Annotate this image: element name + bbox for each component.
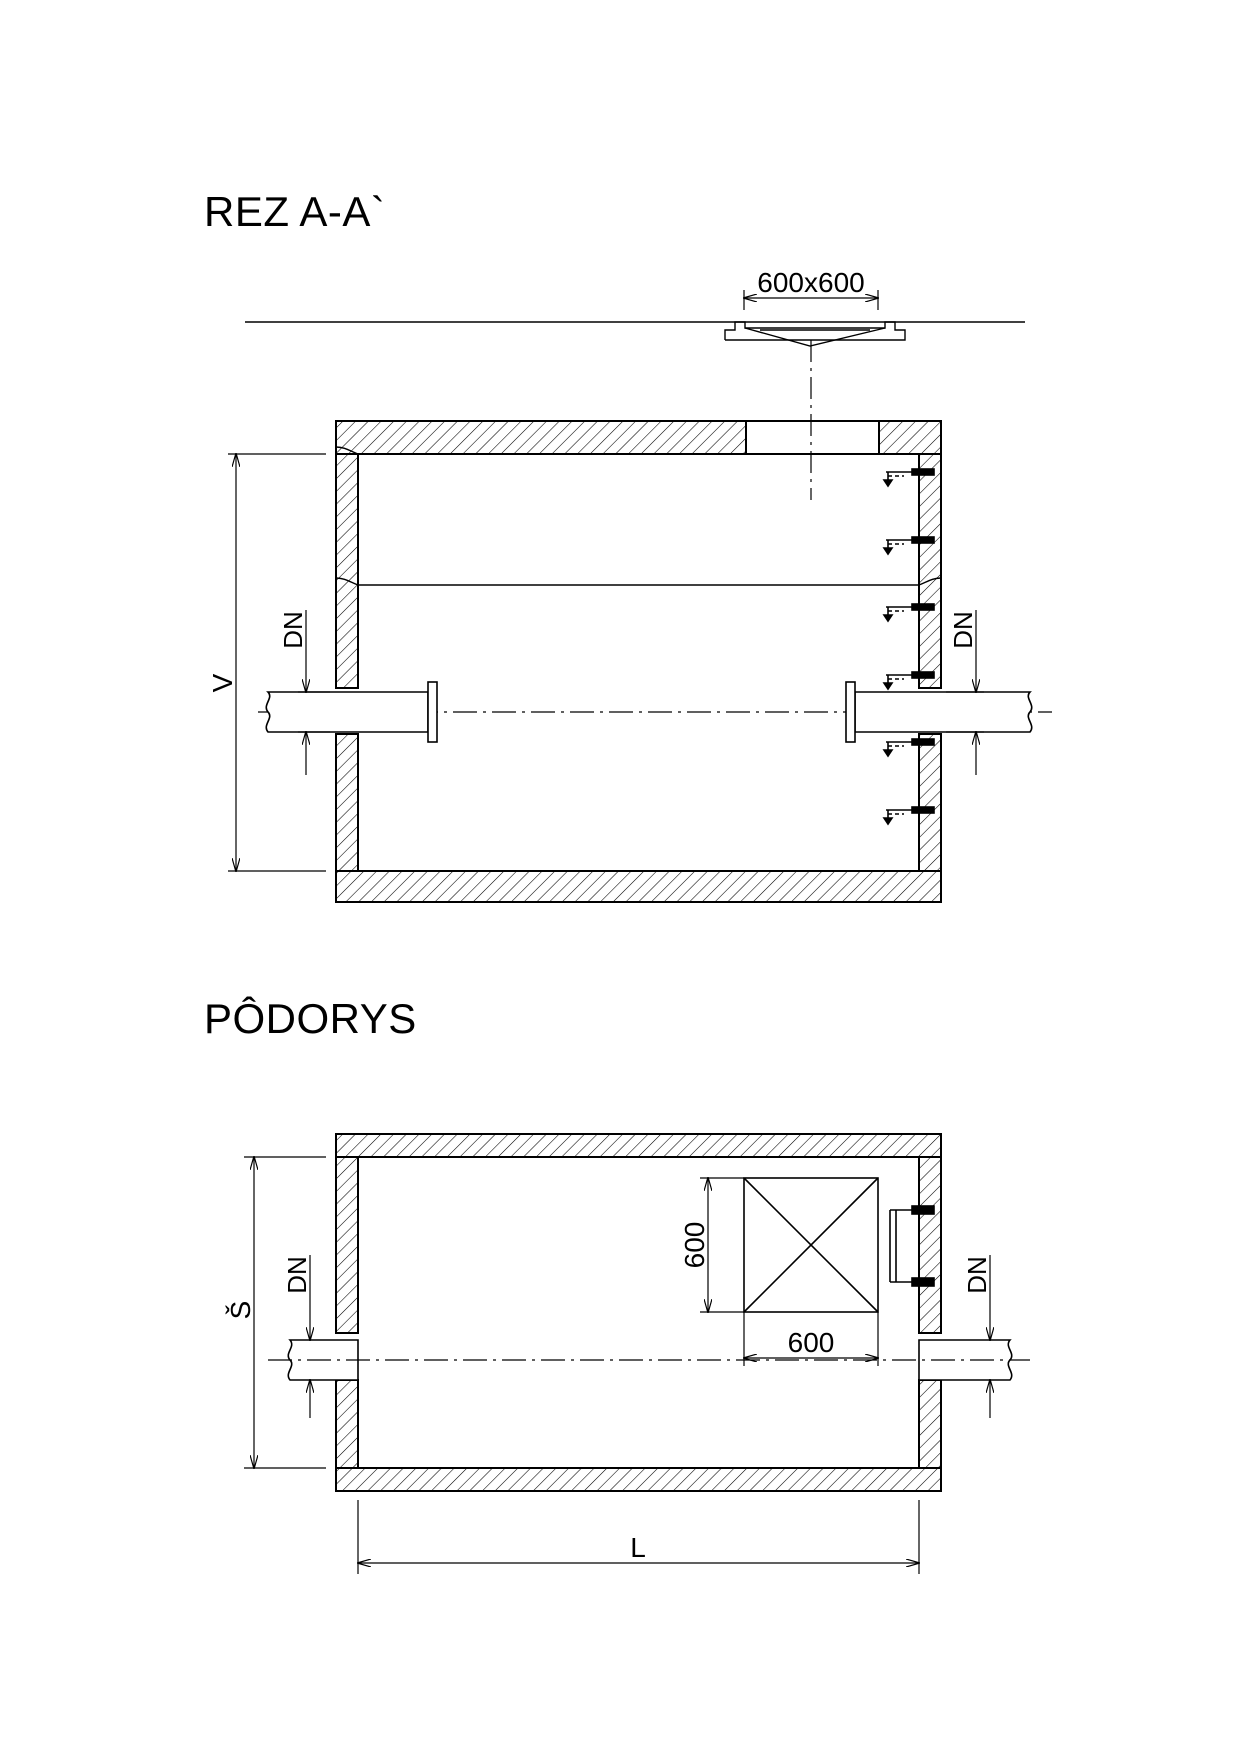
cover-dimension-label: 600x600 — [757, 267, 864, 298]
opening-width-label: 600 — [788, 1327, 835, 1358]
section-title: REZ A-A` — [204, 188, 386, 235]
cover-dimension — [744, 290, 878, 310]
opening-width-dimension — [744, 1312, 878, 1366]
plan-opening — [743, 1177, 879, 1313]
dn-left-dimension — [298, 610, 330, 775]
section-walls — [335, 420, 942, 903]
plan-view: 600 600 Š DN — [225, 1133, 1030, 1574]
height-dimension — [228, 454, 326, 871]
plan-walls — [335, 1133, 942, 1492]
plan-ladder — [889, 1205, 935, 1287]
right-pipe — [845, 681, 1033, 743]
height-dimension-label: V — [207, 673, 238, 692]
manhole-cover — [724, 321, 906, 347]
length-dimension-label: L — [630, 1532, 646, 1563]
plan-title: PÔDORYS — [204, 995, 417, 1042]
section-view: 600x600 — [207, 267, 1052, 903]
width-dimension-label: Š — [225, 1301, 256, 1320]
plan-dn-right-label: DN — [962, 1256, 992, 1294]
dn-right-label: DN — [948, 611, 978, 649]
dn-left-label: DN — [278, 611, 308, 649]
plan-dn-left-label: DN — [282, 1256, 312, 1294]
opening-height-label: 600 — [679, 1222, 710, 1269]
length-dimension — [358, 1500, 919, 1574]
ladder-rungs — [882, 468, 935, 826]
dn-right-dimension — [946, 610, 984, 775]
opening-height-dimension — [700, 1178, 744, 1312]
left-pipe — [265, 681, 438, 743]
width-dimension — [244, 1157, 326, 1468]
